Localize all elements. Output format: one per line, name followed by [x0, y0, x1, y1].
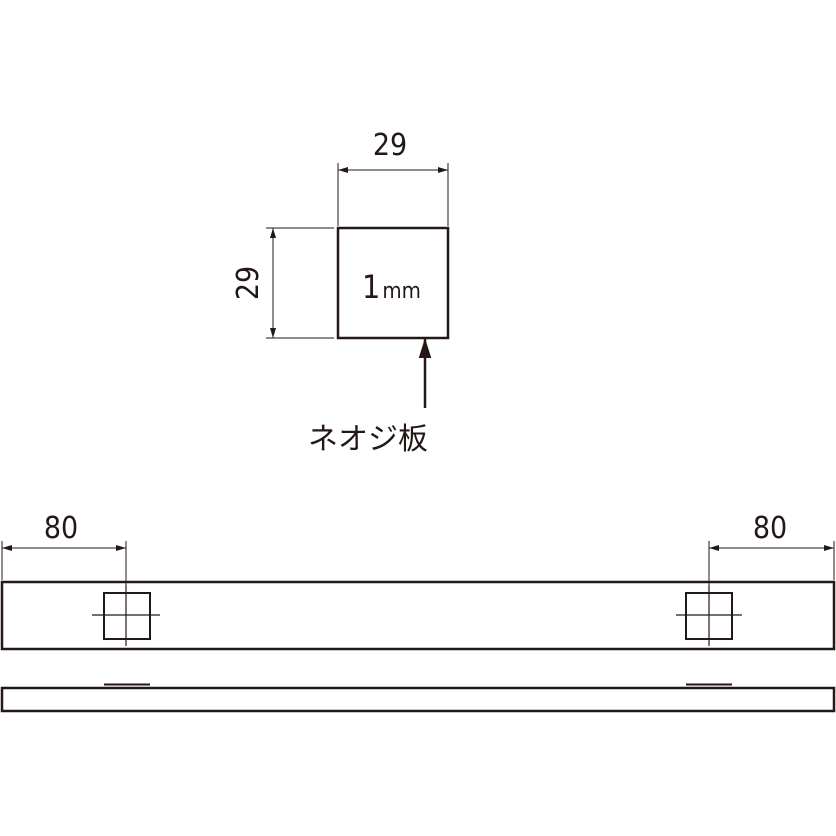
height-dimension: 29	[231, 227, 334, 339]
bar-body	[0, 580, 836, 651]
magnet-plate-square	[336, 226, 450, 340]
bar-top-view: 80 80	[0, 511, 836, 651]
thickness-label: 1mm	[362, 268, 421, 306]
right-offset-label: 80	[753, 511, 787, 546]
right-offset-dimension: 80	[708, 511, 835, 585]
bar-side-body	[0, 686, 836, 713]
material-label: ネオジ板	[308, 422, 428, 457]
bar-side-view	[0, 683, 836, 713]
left-offset-dimension: 80	[1, 511, 127, 585]
thickness-number: 1	[362, 268, 380, 306]
left-magnet	[92, 585, 160, 646]
thickness-unit: mm	[382, 279, 421, 304]
right-magnet	[676, 585, 742, 646]
thickness-label-bg	[357, 268, 429, 304]
magnet-detail: 1mm 29 29 ネオジ板	[231, 128, 450, 457]
width-dimension: 29	[337, 128, 449, 226]
left-offset-label: 80	[44, 511, 78, 546]
width-dimension-label: 29	[373, 128, 407, 163]
height-dimension-label: 29	[231, 266, 266, 300]
